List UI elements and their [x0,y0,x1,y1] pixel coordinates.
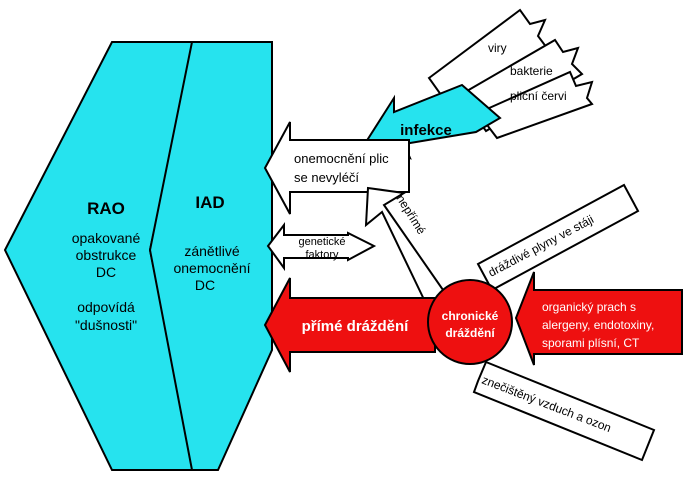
chronic-circle [427,279,513,365]
rao-title: RAO [87,199,125,218]
gases-shape [476,183,640,292]
polluted-shape [472,360,656,462]
dust-text-2: alergeny, endotoxiny, [542,318,654,332]
polluted-arrow: znečištěný vzduch a ozon [472,360,656,462]
iad-shape [148,41,273,471]
lung-disease-text-1: onemocnění plic [294,151,389,166]
chronic-text-2: dráždění [445,326,495,340]
dust-text-1: organický prach s [542,300,636,314]
dust-shape [514,271,683,366]
genetic-text-1: genetické [298,236,345,248]
source-bakterie: bakterie [510,64,553,78]
genetic-text-2: faktory [305,249,339,261]
rao-text-4: odpovídá [77,299,135,315]
iad-text-1: zánětlivé [184,243,239,259]
dust-arrow: organický prach s alergeny, endotoxiny, … [514,271,683,366]
genetic-arrow: genetické faktory [266,222,377,272]
indirect-shape [364,186,452,314]
source-arrow-plicni-cervi [476,70,594,140]
chronic-node: chronické dráždění [427,279,513,365]
direct-label: přímé dráždění [302,318,410,335]
rao-text-1: opakované [72,230,141,246]
infection-label: infekce [400,122,452,139]
direct-arrow: přímé dráždění [263,277,436,373]
indirect-arrow: nepřímé [364,186,452,314]
rao-text-2: obstrukce [76,247,137,263]
gases-label: dráždivé plyny ve stáji [486,212,596,279]
rao-text-5: "dušnosti" [75,317,137,333]
infection-sources: viry bakterie plicní červi [427,8,594,140]
lung-disease-text-2: se nevyléčí [294,170,359,185]
source-plicni-cervi: plicní červi [510,89,567,103]
polluted-label: znečištěný vzduch a ozon [480,373,613,435]
dust-text-3: sporami plísní, CT [542,336,640,350]
rao-text-3: DC [96,264,116,280]
source-viry: viry [488,41,507,55]
iad-text-3: DC [195,277,215,293]
genetic-shape [266,222,377,272]
iad-text-2: onemocnění [173,260,250,276]
chronic-text-1: chronické [442,309,499,323]
rao-arrow: RAO opakované obstrukce DC odpovídá "duš… [3,41,197,471]
gases-arrow: dráždivé plyny ve stáji [476,183,640,292]
iad-title: IAD [195,193,224,212]
iad-arrow: IAD zánětlivé onemocnění DC [148,41,273,471]
